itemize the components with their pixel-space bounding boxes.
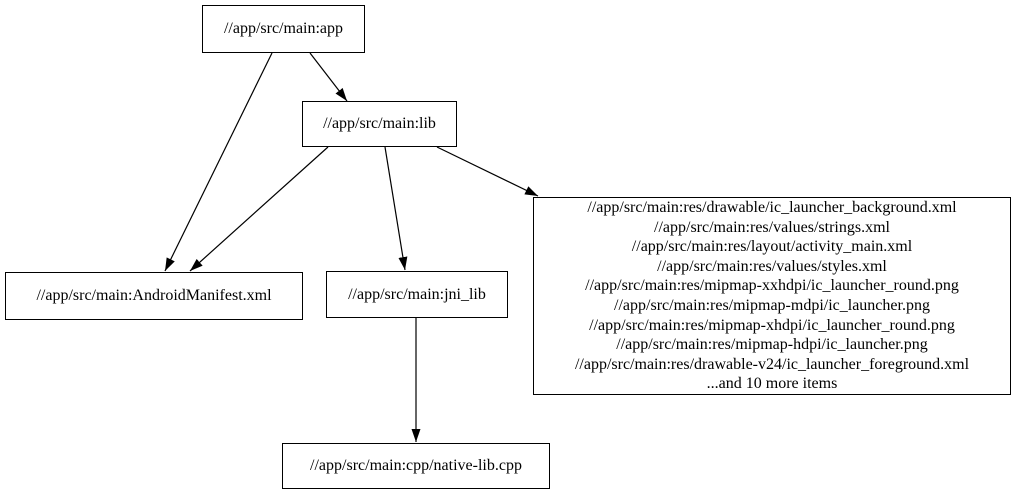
edge-lib-to-jni-lib <box>384 146 408 271</box>
edge-app-to-lib <box>309 52 348 102</box>
edge-lib-to-resources <box>436 146 539 197</box>
node-resources-line: //app/src/main:res/drawable-v24/ic_launc… <box>574 355 970 373</box>
node-resources-line: //app/src/main:res/values/strings.xml <box>654 218 890 236</box>
node-resources: //app/src/main:res/drawable/ic_launcher_… <box>533 197 1011 395</box>
node-lib-label: //app/src/main:lib <box>323 115 436 133</box>
node-resources-line: //app/src/main:res/values/styles.xml <box>657 257 887 275</box>
node-native-lib: //app/src/main:cpp/native-lib.cpp <box>282 443 550 489</box>
node-resources-line: //app/src/main:res/mipmap-hdpi/ic_launch… <box>616 336 928 354</box>
node-android-manifest: //app/src/main:AndroidManifest.xml <box>5 272 303 320</box>
edge-lib-to-manifest <box>189 146 329 272</box>
node-resources-line: ...and 10 more items <box>706 375 838 393</box>
node-resources-line: //app/src/main:res/mipmap-xxhdpi/ic_laun… <box>585 277 959 295</box>
node-app-label: //app/src/main:app <box>223 20 344 38</box>
node-resources-line: //app/src/main:res/mipmap-mdpi/ic_launch… <box>614 297 930 314</box>
node-resources-line: //app/src/main:res/drawable/ic_launcher_… <box>587 199 957 217</box>
node-app: //app/src/main:app <box>202 5 365 53</box>
node-lib: //app/src/main:lib <box>302 101 457 147</box>
node-resources-line: //app/src/main:res/layout/activity_main.… <box>631 238 913 256</box>
node-native-lib-label: //app/src/main:cpp/native-lib.cpp <box>310 457 522 475</box>
edge-app-to-manifest <box>164 52 273 272</box>
node-resources-line: //app/src/main:res/mipmap-xhdpi/ic_launc… <box>589 316 955 334</box>
node-android-manifest-label: //app/src/main:AndroidManifest.xml <box>36 287 272 305</box>
node-jni-lib: //app/src/main:jni_lib <box>326 271 508 318</box>
node-jni-lib-label: //app/src/main:jni_lib <box>348 285 486 303</box>
